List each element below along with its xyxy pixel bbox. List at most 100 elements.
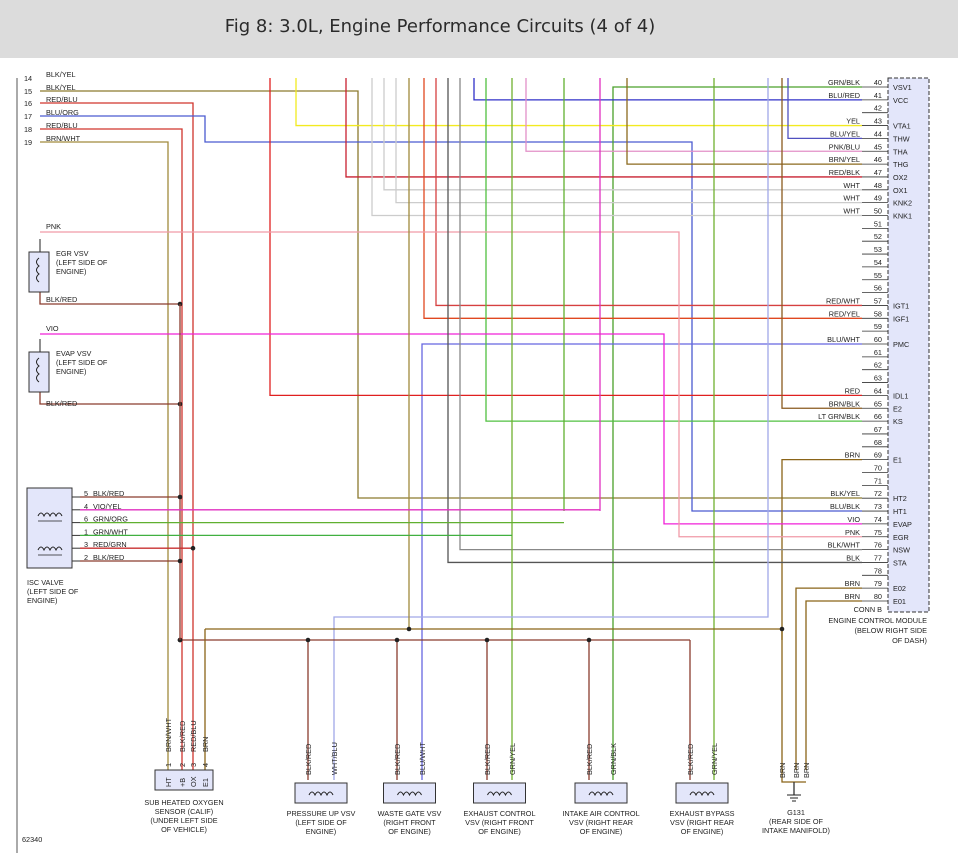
isc-pin-number: 6 [84, 515, 88, 524]
vsv-label: VSV (RIGHT REAR [569, 818, 633, 827]
pin-signal: EGR [893, 533, 909, 542]
pin-signal: NSW [893, 546, 910, 555]
o2-pin-number: 4 [201, 763, 210, 767]
ecm-label: (BELOW RIGHT SIDE [855, 626, 928, 635]
wire-color-label: BRN/WHT [164, 717, 173, 752]
o2-sensor-label: (UNDER LEFT SIDE [150, 816, 217, 825]
wire-color-label: RED/GRN [93, 540, 127, 549]
pin-signal: EVAP [893, 520, 912, 529]
coil-symbol [588, 791, 614, 797]
wire-color-label: BLK/YEL [46, 83, 76, 92]
wire-color-label: RED/BLU [46, 121, 78, 130]
evap-vsv-label: ENGINE) [56, 367, 86, 376]
wire-color-label: RED/BLK [829, 168, 860, 177]
pin-signal: IGF1 [893, 314, 909, 323]
wire-brn-yel-46 [626, 78, 862, 165]
wire-color-label: BLU/WHT [827, 335, 860, 344]
pin-number: 51 [874, 219, 882, 228]
wire-color-label: BRN [201, 737, 210, 752]
splice-dot [190, 545, 196, 551]
pin-number: 44 [874, 129, 882, 138]
pin-signal: OX2 [893, 173, 908, 182]
wire-color-label: GRN/YEL [710, 743, 719, 775]
o2-terminal-label: +B [178, 778, 187, 787]
splice-dot [779, 626, 785, 632]
wire-color-label: BLK/RED [686, 744, 695, 775]
egr-vsv-label: EGR VSV [56, 249, 89, 258]
wire-red-yel-58 [423, 78, 862, 319]
ground-join [781, 770, 806, 783]
wire-color-label: WHT/BLU [330, 742, 339, 775]
wire-color-label: BLK/RED [393, 744, 402, 775]
pin-number: 61 [874, 348, 882, 357]
wire-color-label: BLU/ORG [46, 108, 79, 117]
splice-dot [394, 637, 400, 643]
egr-vsv-ground-wire [39, 292, 180, 305]
wire-color-label: BRN [802, 763, 811, 778]
pin-number: 48 [874, 181, 882, 190]
figure-title: Fig 8: 3.0L, Engine Performance Circuits… [224, 16, 656, 37]
pin-signal: E02 [893, 584, 906, 593]
wire-number: 17 [24, 112, 32, 121]
wire-color-label: GRN/YEL [508, 743, 517, 775]
vsv-label: OF ENGINE) [478, 827, 521, 836]
pin-number: 47 [874, 168, 882, 177]
wire-pnk-blu-45 [525, 78, 862, 152]
o2-terminal-label: HT [164, 777, 173, 787]
pin-signal: IDL1 [893, 391, 908, 400]
pin-signal: HT2 [893, 494, 907, 503]
vsv-label: OF ENGINE) [681, 827, 724, 836]
pin-number: 49 [874, 194, 882, 203]
pin-number: 68 [874, 438, 882, 447]
pin-number: 53 [874, 245, 882, 254]
isc-pin-number: 2 [84, 553, 88, 562]
pin-signal: KS [893, 417, 903, 426]
pin-number: 50 [874, 207, 882, 216]
pin-number: 69 [874, 451, 882, 460]
pin-signal: THW [893, 134, 910, 143]
wire-blk-wht-76 [459, 78, 862, 551]
wire-color-label: GRN/WHT [93, 527, 128, 536]
pin-number: 57 [874, 296, 882, 305]
wire-wht-50 [371, 78, 862, 217]
pin-number: 41 [874, 91, 882, 100]
pin-number: 65 [874, 399, 882, 408]
wire-color-label: PNK [845, 528, 860, 537]
figure-number: 62340 [22, 835, 42, 844]
wire-yel-43 [295, 78, 862, 127]
o2-pin-number: 3 [189, 763, 198, 767]
pin-signal: E01 [893, 597, 906, 606]
wire-color-label: PNK [46, 222, 61, 231]
o2-sensor-label: OF VEHICLE) [161, 825, 207, 834]
o2-pin-number: 1 [164, 763, 173, 767]
wire-color-label: BRN [845, 579, 860, 588]
wire-color-label: WHT [843, 207, 860, 216]
isc-pin-number: 5 [84, 489, 88, 498]
wire-color-label: YEL [846, 117, 860, 126]
pin-number: 74 [874, 515, 882, 524]
isc-coil-2 [37, 546, 63, 552]
wire-color-label: BRN [845, 592, 860, 601]
wire-color-label: BLK/WHT [828, 541, 861, 550]
wire-number: 16 [24, 99, 32, 108]
pin-number: 45 [874, 142, 882, 151]
isc-valve-label: ENGINE) [27, 596, 57, 605]
splice-dot [305, 637, 311, 643]
wire-red-wht-57 [435, 78, 862, 307]
wire-color-label: WHT [843, 181, 860, 190]
vsv-label: EXHAUST CONTROL [463, 809, 535, 818]
wire-color-label: BLK/YEL [830, 489, 860, 498]
pin-signal: HT1 [893, 507, 907, 516]
wire-color-label: RED/YEL [829, 309, 860, 318]
wiring-diagram: 40VSV1GRN/BLK41VCCBLU/RED4243VTA1YEL44TH… [0, 58, 958, 856]
wire-red-blu-2 [40, 128, 183, 770]
ground-label: (REAR SIDE OF [769, 817, 823, 826]
pin-number: 62 [874, 361, 882, 370]
wire-color-label: BLK/RED [304, 744, 313, 775]
egr-vsv-label: ENGINE) [56, 267, 86, 276]
wire-color-label: WHT [843, 194, 860, 203]
wire-brn-blk-65 [781, 78, 862, 409]
vsv-body [383, 782, 436, 804]
vsv-label: VSV (RIGHT REAR [670, 818, 734, 827]
connector-label: CONN B [854, 605, 883, 614]
